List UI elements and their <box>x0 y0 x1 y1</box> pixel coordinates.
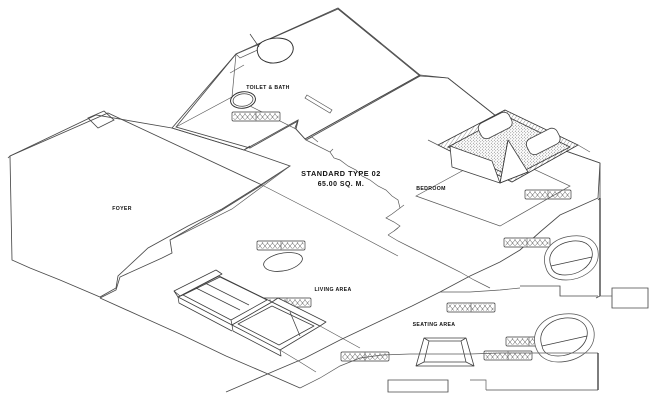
coffee-table-icon <box>263 252 303 272</box>
floor-slab-outline <box>7 7 601 393</box>
label-seating-area: SEATING AREA <box>413 322 456 328</box>
planter-box <box>503 237 551 248</box>
seating-area-room <box>387 337 475 393</box>
sofa-sectional-icon <box>173 269 327 357</box>
toilet-fixture-icon <box>249 33 294 64</box>
central-partition-walls <box>261 139 491 289</box>
label-unit-area: 65.00 SQ. M. <box>318 181 365 188</box>
lounge-chair-lower-icon <box>534 313 595 363</box>
planter-box <box>446 302 496 313</box>
planter-box <box>483 350 533 361</box>
balcony-lounge-area <box>534 163 649 363</box>
label-toilet-and-bath: TOILET & BATH <box>246 85 290 91</box>
label-bedroom: BEDROOM <box>416 186 446 192</box>
perimeter-edges <box>99 285 599 391</box>
toilet-and-bath-room <box>175 8 421 149</box>
planter-box <box>256 240 306 251</box>
label-unit-type: STANDARD TYPE 02 <box>301 169 381 178</box>
label-living-area: LIVING AREA <box>314 287 351 293</box>
lounge-chair-upper-icon <box>544 235 599 281</box>
planter-box <box>231 111 281 122</box>
seating-table-icon <box>415 337 475 367</box>
planter-box <box>524 189 572 200</box>
washbasin-oval-icon <box>230 91 256 109</box>
drawing-labels: TOILET & BATH STANDARD TYPE 02 65.00 SQ.… <box>112 85 455 328</box>
label-foyer: FOYER <box>112 206 132 212</box>
bedroom-room <box>415 75 601 227</box>
planter-box <box>340 351 390 362</box>
bed-double-icon <box>437 109 579 184</box>
living-area-room <box>169 165 399 357</box>
